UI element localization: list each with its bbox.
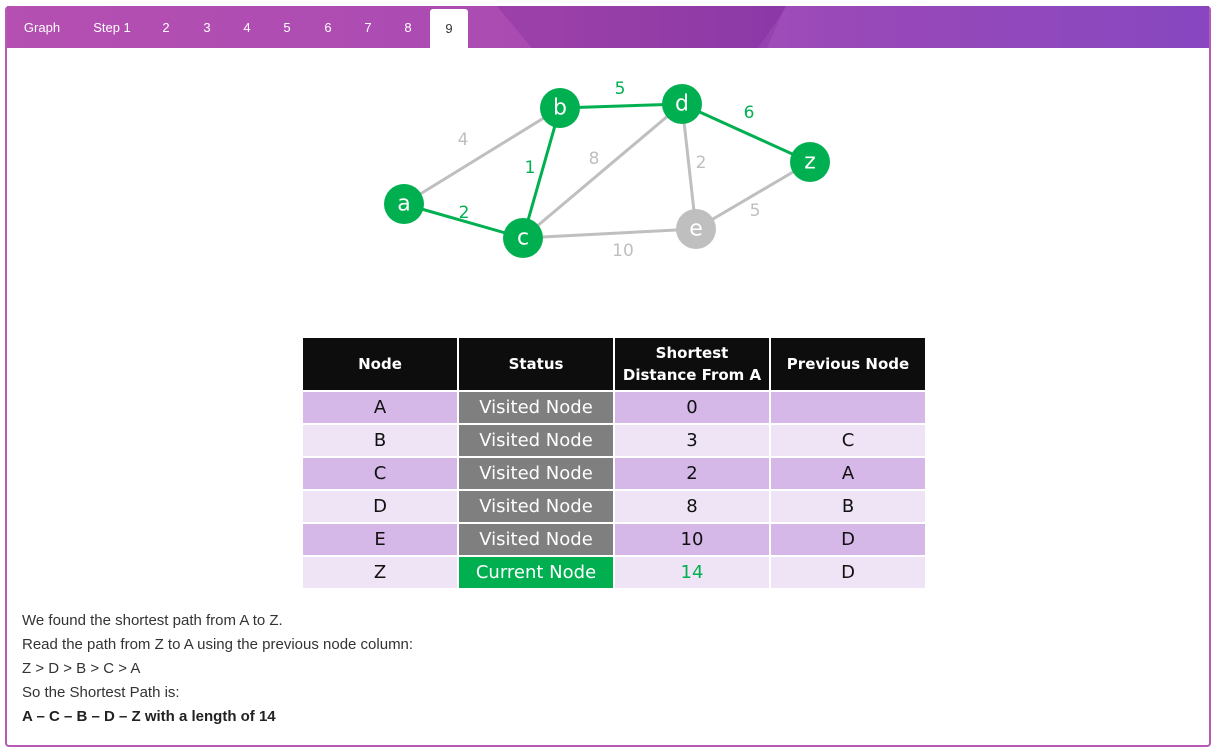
tab-step-8[interactable]: 8: [404, 20, 412, 35]
cell-distance: 8: [613, 489, 771, 524]
tab-step-6[interactable]: 6: [324, 20, 332, 35]
explanation-line: So the Shortest Path is:: [22, 684, 180, 701]
tab-step-7[interactable]: 7: [364, 20, 372, 35]
explanation-line: Read the path from Z to A using the prev…: [22, 636, 414, 653]
cell-previous: D: [769, 555, 927, 590]
cell-node: Z: [301, 555, 459, 590]
cell-node: C: [301, 456, 459, 491]
table-header-row: Node Status Shortest Distance From A Pre…: [301, 336, 927, 392]
step-panel: Graph Step 1 2 3 4 5 6 7 8 9: [5, 6, 1211, 747]
header-node: Node: [301, 336, 459, 392]
edge-d-z: [681, 102, 811, 164]
edge-weight-d-e: 2: [696, 153, 707, 173]
cell-distance: 14: [613, 555, 771, 590]
cell-previous: [769, 390, 927, 425]
edge-weight-b-d: 5: [615, 79, 626, 99]
cell-previous: B: [769, 489, 927, 524]
explanation-path: Z > D > B > C > A: [22, 660, 141, 677]
tab-step-1[interactable]: Step 1: [93, 20, 131, 35]
graph-diagram: 4 2 1 5 8 10 2 6 5 a b c d e z: [384, 79, 830, 261]
edge-d-e: [680, 103, 698, 230]
table-row: C Visited Node 2 A: [301, 456, 927, 491]
cell-previous: D: [769, 522, 927, 557]
edge-weight-a-b: 4: [458, 130, 469, 150]
table-row: Z Current Node 14 D: [301, 555, 927, 590]
edge-b-c: [521, 107, 562, 239]
tab-graph[interactable]: Graph: [23, 20, 61, 35]
node-d: [662, 84, 702, 124]
edge-weight-b-c: 1: [525, 158, 536, 178]
header-previous: Previous Node: [769, 336, 927, 392]
node-c: [503, 218, 543, 258]
edge-weight-e-z: 5: [750, 201, 761, 221]
edge-weight-a-c: 2: [459, 203, 470, 223]
node-label-z: z: [804, 150, 816, 175]
cell-status: Visited Node: [457, 489, 615, 524]
node-label-b: b: [553, 96, 567, 121]
table-row: A Visited Node 0: [301, 390, 927, 425]
cell-distance: 0: [613, 390, 771, 425]
tab-bar: Graph Step 1 2 3 4 5 6 7 8 9: [7, 6, 1209, 48]
cell-distance: 2: [613, 456, 771, 491]
edge-e-z: [695, 160, 811, 231]
node-label-d: d: [675, 92, 689, 117]
table-row: D Visited Node 8 B: [301, 489, 927, 524]
node-e: [676, 209, 716, 249]
cell-previous: A: [769, 456, 927, 491]
cell-node: B: [301, 423, 459, 458]
cell-distance: 3: [613, 423, 771, 458]
cell-previous: C: [769, 423, 927, 458]
shortest-path-result: A – C – B – D – Z with a length of 14: [22, 708, 276, 725]
edge-a-c: [403, 202, 524, 240]
node-label-e: e: [689, 217, 703, 242]
node-b: [540, 88, 580, 128]
edge-c-e: [522, 227, 697, 240]
cell-node: A: [301, 390, 459, 425]
cell-status: Current Node: [457, 555, 615, 590]
node-z: [790, 142, 830, 182]
node-label-a: a: [397, 192, 410, 217]
tab-step-9[interactable]: 9: [430, 9, 468, 48]
node-label-c: c: [517, 226, 529, 251]
tab-bar-decoration: [767, 6, 1209, 48]
header-status: Status: [457, 336, 615, 392]
table-row: B Visited Node 3 C: [301, 423, 927, 458]
cell-node: E: [301, 522, 459, 557]
cell-status: Visited Node: [457, 390, 615, 425]
edge-c-d: [522, 102, 683, 240]
cell-distance: 10: [613, 522, 771, 557]
table-row: E Visited Node 10 D: [301, 522, 927, 557]
cell-node: D: [301, 489, 459, 524]
cell-status: Visited Node: [457, 456, 615, 491]
node-a: [384, 184, 424, 224]
distance-table: Node Status Shortest Distance From A Pre…: [301, 336, 927, 590]
tab-step-2[interactable]: 2: [162, 20, 170, 35]
tab-bar-decoration: [497, 6, 787, 48]
tab-step-3[interactable]: 3: [203, 20, 211, 35]
cell-status: Visited Node: [457, 423, 615, 458]
cell-status: Visited Node: [457, 522, 615, 557]
edge-weight-c-d: 8: [589, 149, 600, 169]
edge-a-b: [403, 106, 561, 206]
explanation-line: We found the shortest path from A to Z.: [22, 612, 283, 629]
edge-weight-d-z: 6: [744, 103, 755, 123]
tab-step-5[interactable]: 5: [283, 20, 291, 35]
explanation-text: We found the shortest path from A to Z. …: [22, 609, 413, 729]
tab-step-4[interactable]: 4: [243, 20, 251, 35]
edge-weight-c-e: 10: [612, 241, 634, 261]
header-distance: Shortest Distance From A: [613, 336, 771, 392]
edge-b-d: [559, 102, 683, 110]
